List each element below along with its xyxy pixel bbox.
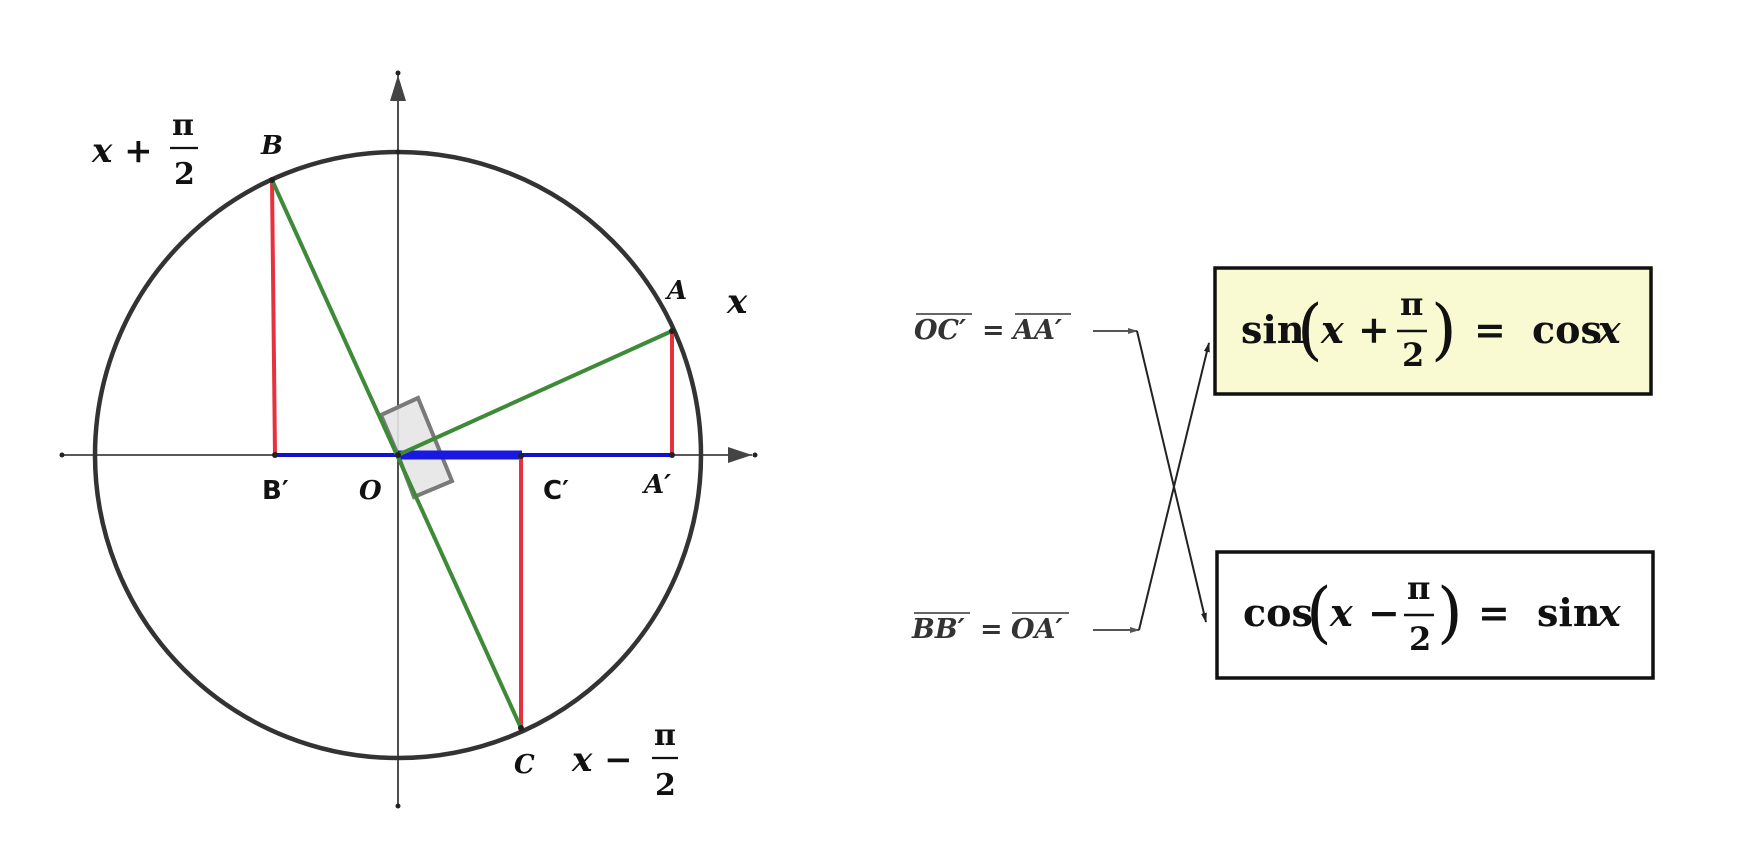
identity-top-rhs-var: x: [1597, 307, 1622, 352]
relation-1-eq: =: [982, 315, 1005, 346]
identity-bottom-rhs-fn: sin: [1537, 590, 1600, 635]
cross-arrow-down-icon: [1136, 330, 1207, 623]
angle-label-b-main: x +: [91, 131, 164, 171]
label-point-b-prime: B′: [262, 476, 289, 506]
identity-top-den: 2: [1402, 336, 1424, 374]
cross-arrow-up-icon: [1138, 342, 1210, 631]
x-axis-right-end: [752, 452, 758, 458]
angle-label-c-den: 2: [655, 768, 676, 803]
angle-label-b-den: 2: [174, 157, 195, 192]
identity-bottom-num: π: [1407, 569, 1430, 607]
point-c-prime: [518, 453, 524, 459]
relation-2-eq: =: [980, 614, 1003, 645]
angle-label-c: x − π 2: [571, 718, 678, 803]
y-axis-top-end: [395, 70, 401, 76]
sine-segment-bb: [270, 179, 277, 456]
relation-1-left: OC′: [914, 315, 966, 346]
identity-box-top: sin ( x + π 2 ) = cos x: [1213, 266, 1653, 396]
y-axis-arrow-icon: [390, 75, 406, 101]
identity-bottom-eq: =: [1478, 590, 1510, 635]
identity-top-var: x: [1320, 307, 1345, 352]
relation-bb-oa: BB′ = OA′: [911, 612, 1140, 645]
identity-bottom-rparen: ): [1437, 574, 1463, 651]
label-point-a-prime: A′: [641, 470, 671, 500]
identity-top-rparen: ): [1431, 291, 1457, 368]
identity-box-bottom-frame: [1215, 550, 1655, 680]
radius-oa: [397, 329, 673, 457]
x-axis-arrow-icon: [728, 447, 752, 463]
point-c: [518, 725, 524, 731]
identity-bottom-lparen: (: [1306, 574, 1332, 651]
angle-label-c-main: x −: [571, 740, 644, 780]
identity-box-top-frame: [1213, 266, 1653, 396]
identity-top-num: π: [1400, 285, 1423, 323]
label-point-c-prime: C′: [543, 476, 569, 506]
identity-bottom-var: x: [1329, 590, 1354, 635]
label-point-c: C: [514, 750, 535, 780]
angle-label-a: x: [726, 282, 748, 322]
point-o: [395, 452, 401, 458]
point-a: [669, 328, 675, 334]
identity-box-bottom: cos ( x − π 2 ) = sin x: [1215, 550, 1655, 680]
angle-label-c-num: π: [654, 718, 676, 753]
point-b-prime: [272, 452, 278, 458]
relation-2-right: OA′: [1011, 614, 1063, 645]
point-a-prime: [669, 452, 675, 458]
y-axis-bottom-end: [395, 803, 401, 809]
unit-circle-figure: A B C O A′ B′ C′ x x + π 2 x − π 2: [59, 70, 758, 809]
relation-1-right: AA′: [1010, 315, 1062, 346]
point-b: [269, 177, 275, 183]
identity-top-rhs-fn: cos: [1532, 307, 1602, 352]
label-point-a: A: [664, 276, 687, 306]
label-point-o: O: [359, 476, 382, 506]
identity-top-eq: =: [1474, 307, 1506, 352]
circle-top-point: [395, 149, 401, 155]
identity-bottom-den: 2: [1409, 620, 1431, 658]
angle-label-b-num: π: [172, 108, 194, 143]
relation-2-left: BB′: [911, 614, 965, 645]
identity-top-lparen: (: [1297, 291, 1323, 368]
identity-top-fn: sin: [1241, 307, 1304, 352]
label-point-b: B: [260, 131, 283, 161]
identity-bottom-fn: cos: [1243, 590, 1313, 635]
angle-label-b: x + π 2: [91, 108, 198, 192]
identity-bottom-rhs-var: x: [1597, 590, 1622, 635]
relation-oc-aa: OC′ = AA′: [914, 313, 1138, 346]
identity-top-op: +: [1358, 307, 1390, 352]
x-axis-left-end: [59, 452, 65, 458]
identity-bottom-op: −: [1368, 590, 1400, 635]
